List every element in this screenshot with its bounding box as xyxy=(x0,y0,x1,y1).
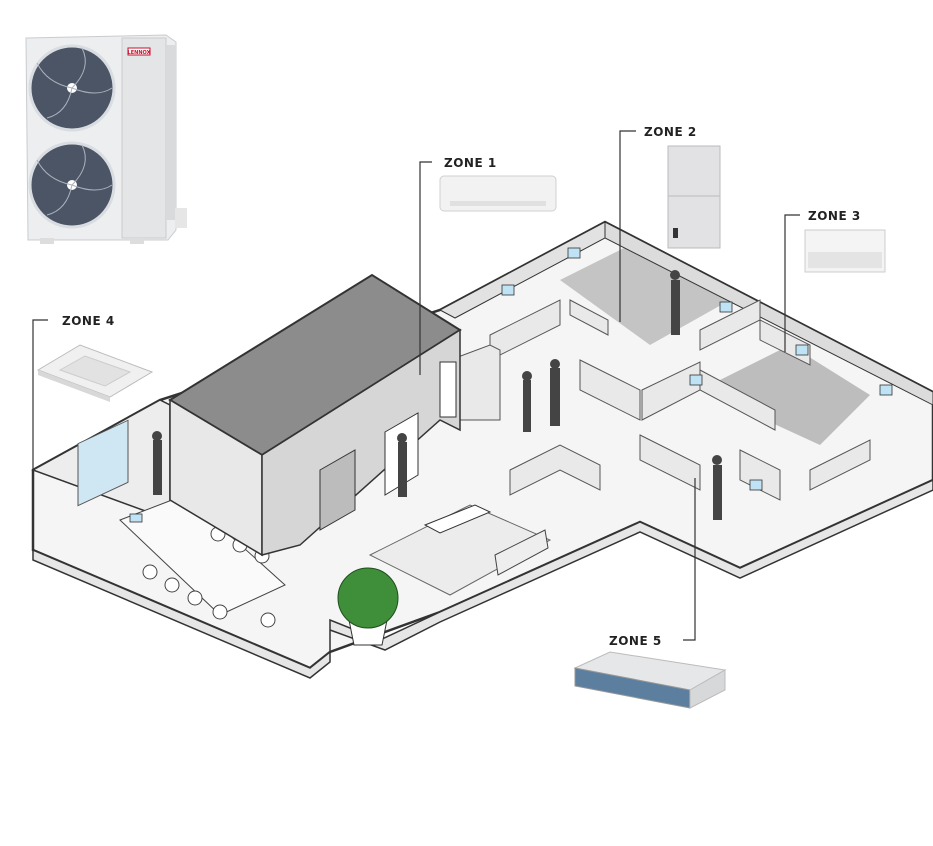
floor-plan xyxy=(31,220,933,679)
svg-text:LENNOX: LENNOX xyxy=(128,50,151,56)
elevator-door xyxy=(319,449,356,531)
ducted-unit xyxy=(573,651,727,709)
zone-2-leader xyxy=(619,130,636,322)
ceiling-cassette-unit xyxy=(36,344,154,402)
zone-3-leader xyxy=(784,214,800,352)
zone-5-leader xyxy=(683,478,696,641)
plant xyxy=(337,567,399,629)
wall-mounted-unit xyxy=(439,175,557,212)
ceiling-suspended-unit xyxy=(804,229,886,273)
zone-1-leader xyxy=(419,161,432,375)
zone-4-leader xyxy=(32,319,48,470)
air-handler-unit xyxy=(667,145,721,249)
zone-5-label: ZONE 5 xyxy=(609,634,662,648)
zone-2-label: ZONE 2 xyxy=(644,125,697,139)
outdoor-unit: LENNOX xyxy=(25,34,187,244)
wall-screen xyxy=(77,419,129,507)
brand-logo xyxy=(127,47,151,56)
zone-3-label: ZONE 3 xyxy=(808,209,861,223)
zone-4-label: ZONE 4 xyxy=(62,314,115,328)
zone-1-label: ZONE 1 xyxy=(444,156,497,170)
